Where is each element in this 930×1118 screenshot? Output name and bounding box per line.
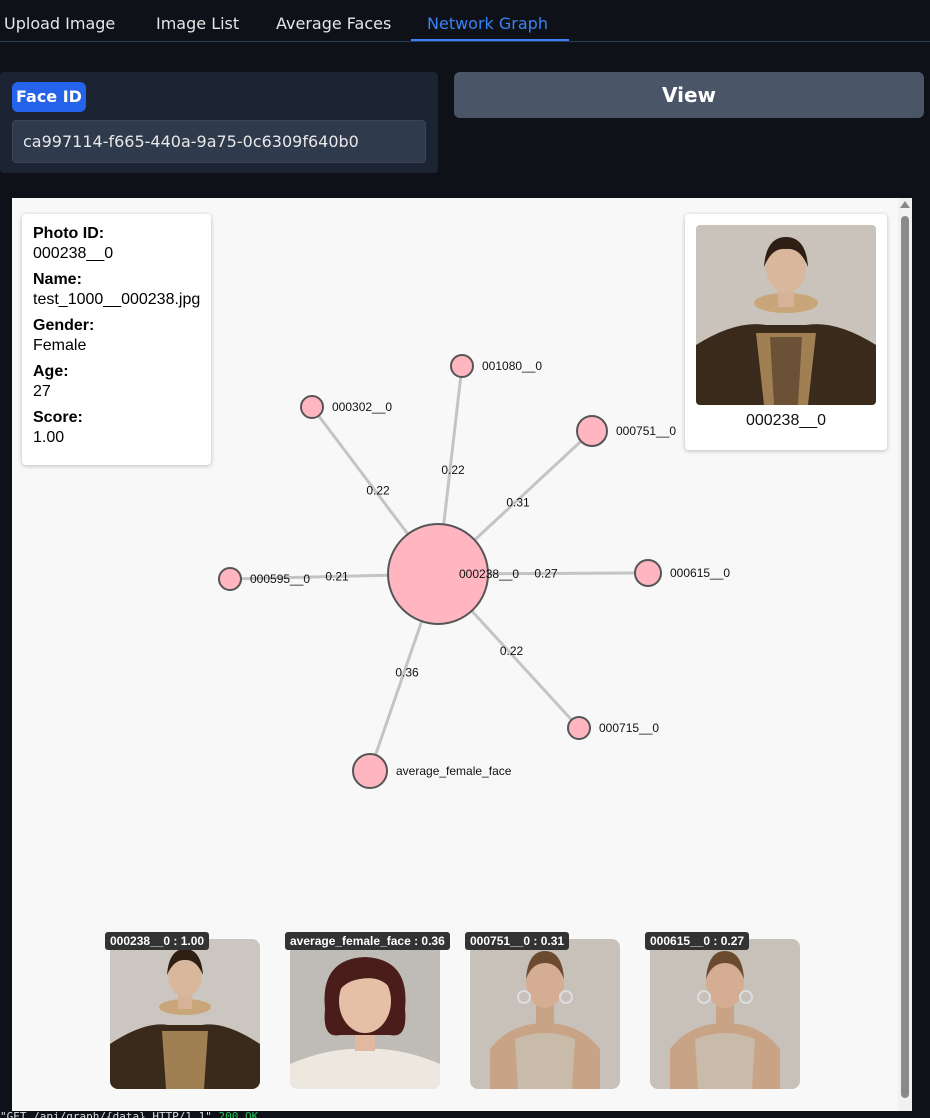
selected-face-preview: 000238__0 (685, 214, 887, 450)
similar-face-thumbnail[interactable] (650, 939, 800, 1089)
face-id-input[interactable] (12, 120, 426, 163)
edge-weight-label: 0.22 (366, 484, 390, 498)
log-text: "GET /api/graph/{data} HTTP/1.1" (0, 1110, 219, 1118)
edge-weight-label: 0.36 (395, 666, 419, 680)
node-label: 000238__0 (459, 567, 519, 581)
node-info-card: Photo ID: 000238__0 Name: test_1000__000… (22, 214, 211, 465)
node-label: 000615__0 (670, 566, 730, 580)
graph-center-node (387, 523, 489, 625)
age-label: Age: (33, 363, 69, 380)
preview-label: 000238__0 (745, 412, 827, 429)
name-label: Name: (33, 271, 82, 288)
thumbnail-label: 000751__0 : 0.31 (465, 932, 570, 950)
node-label: 001080__0 (482, 359, 542, 373)
scrollbar-thumb[interactable] (901, 216, 909, 1098)
graph-node (300, 395, 324, 419)
node-label: 000302__0 (332, 400, 392, 414)
scroll-up-arrow-icon[interactable] (900, 201, 910, 208)
age-value: 27 (33, 383, 51, 400)
node-label: 000715__0 (599, 721, 659, 735)
name-value: test_1000__000238.jpg (33, 291, 201, 308)
thumbnail-label: 000238__0 : 1.00 (105, 932, 210, 950)
thumbnail-label: 000615__0 : 0.27 (645, 932, 750, 950)
gender-label: Gender: (33, 317, 95, 334)
tab-image-list[interactable]: Image List (156, 14, 240, 33)
face-id-badge: Face ID (12, 82, 86, 112)
tab-network-graph[interactable]: Network Graph (427, 14, 548, 33)
edge-weight-label: 0.22 (500, 644, 524, 658)
graph-node (218, 567, 242, 591)
similar-face-thumbnail[interactable] (290, 939, 440, 1089)
similar-face-thumbnail[interactable] (470, 939, 620, 1089)
edge-weight-label: 0.22 (441, 463, 465, 477)
view-button[interactable]: View (454, 72, 924, 118)
similar-face-thumbnail[interactable] (110, 939, 260, 1089)
tab-upload-image[interactable]: Upload Image (4, 14, 116, 33)
score-label: Score: (33, 409, 83, 426)
server-log-line: "GET /api/graph/{data} HTTP/1.1" 200 OK (0, 1110, 930, 1118)
edge-weight-label: 0.31 (506, 496, 530, 510)
tab-bar: Upload Image Image List Average Faces Ne… (0, 0, 930, 42)
tab-average-faces[interactable]: Average Faces (276, 14, 392, 33)
node-label: 000595__0 (250, 572, 310, 586)
edge-weight-label: 0.27 (534, 567, 558, 581)
node-label: average_female_face (396, 764, 512, 778)
face-photo (696, 225, 876, 405)
gender-value: Female (33, 337, 87, 354)
node-label: 000751__0 (616, 424, 676, 438)
graph-node (567, 716, 591, 740)
active-tab-indicator (411, 39, 569, 41)
graph-node (576, 415, 608, 447)
graph-edge-labels: 0.22 0.22 0.31 0.21 0.27 0.22 0.36 (325, 463, 558, 680)
graph-node (634, 559, 662, 587)
thumbnail-label: average_female_face : 0.36 (285, 932, 450, 950)
graph-node (450, 354, 474, 378)
photo-id-label: Photo ID: (33, 225, 105, 242)
edge-weight-label: 0.21 (325, 570, 349, 584)
score-value: 1.00 (33, 429, 65, 446)
log-status: 200 OK (218, 1110, 259, 1118)
photo-id-value: 000238__0 (33, 245, 114, 262)
graph-nodes (218, 354, 662, 789)
graph-node (352, 753, 388, 789)
graph-node-labels: 000238__0 001080__0 000302__0 000751__0 0005… (250, 359, 730, 778)
